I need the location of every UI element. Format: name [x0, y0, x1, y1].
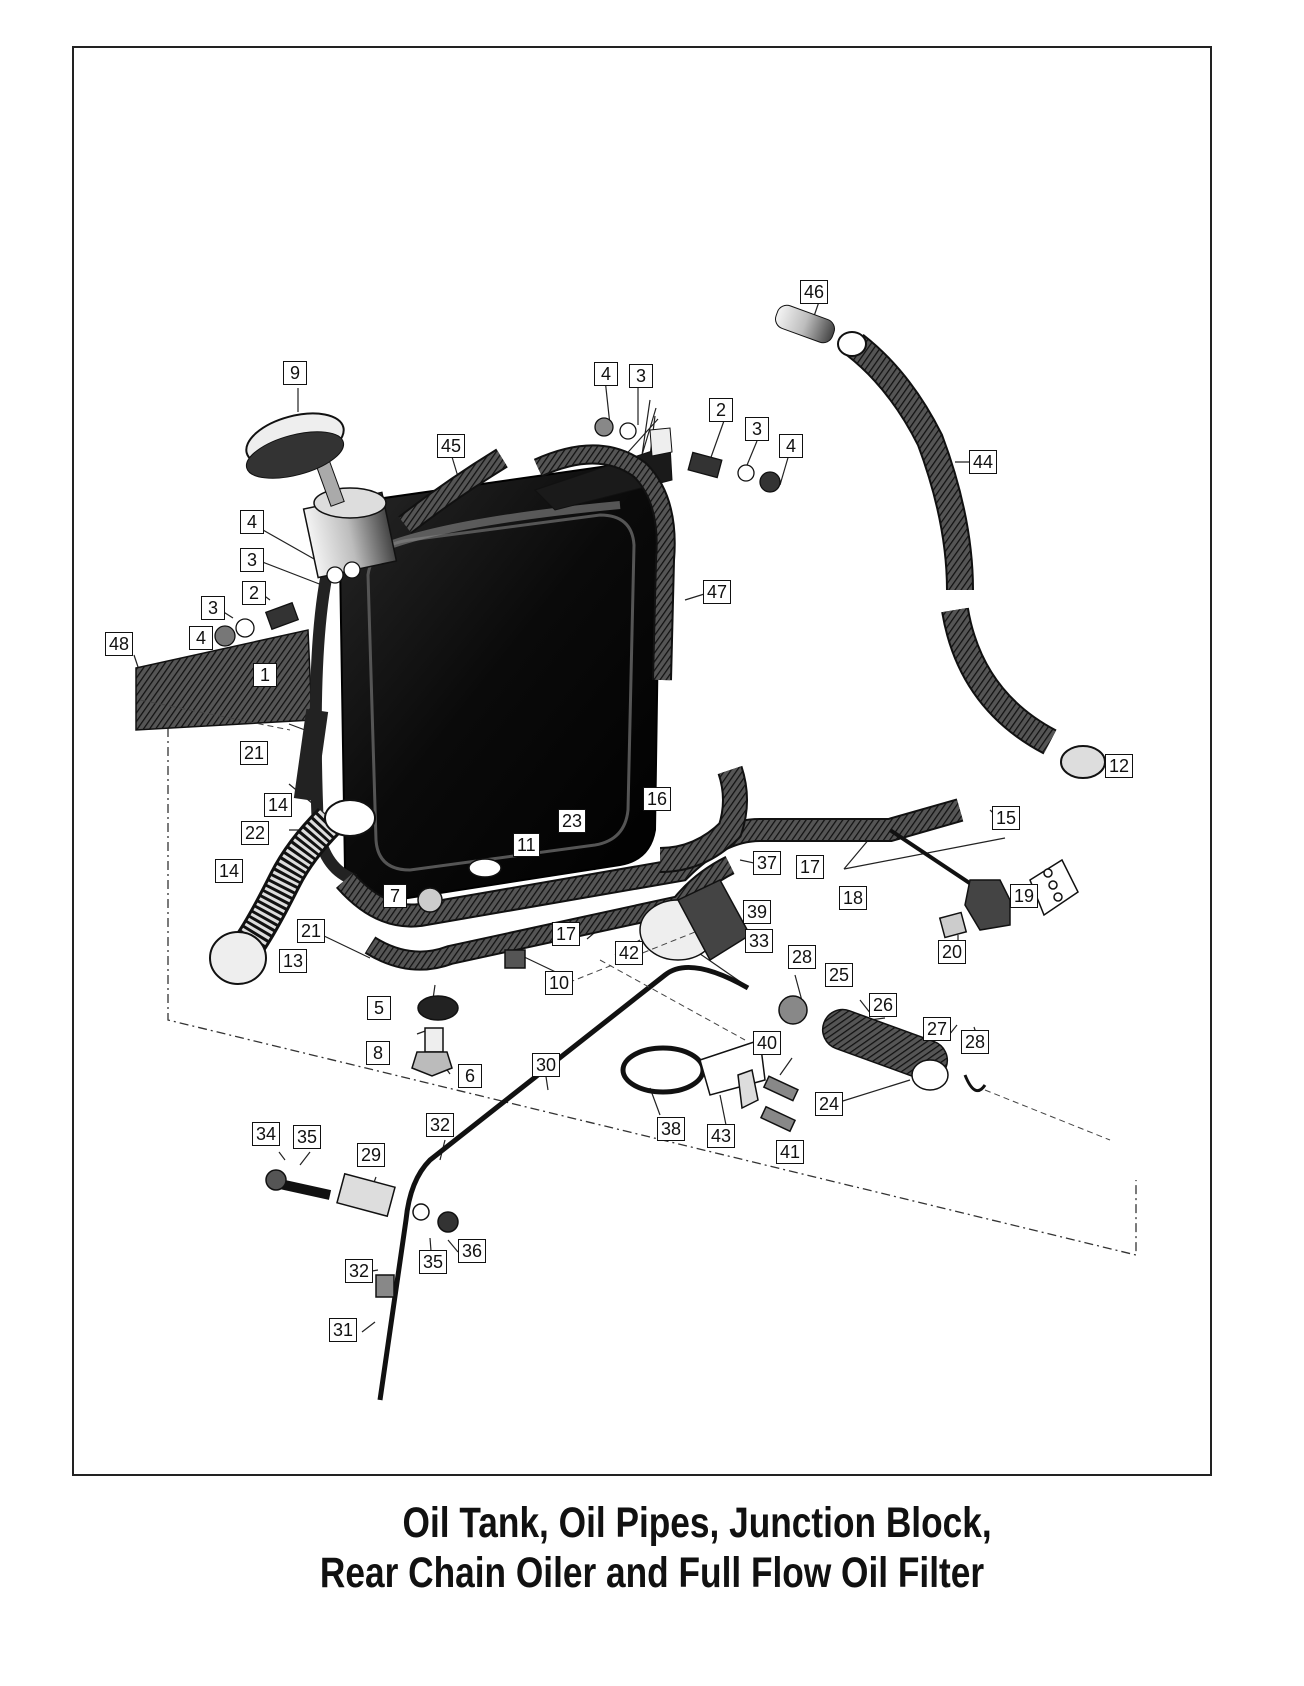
- hoses-top: [398, 444, 676, 681]
- callout-17: 17: [552, 922, 581, 946]
- caption-line-2: Rear Chain Oiler and Full Flow Oil Filte…: [319, 1549, 985, 1597]
- callout-19: 19: [1010, 884, 1039, 908]
- callout-4: 4: [779, 434, 803, 458]
- chain-oiler-parts: [620, 995, 987, 1133]
- callout-14: 14: [264, 793, 293, 817]
- callout-33: 33: [745, 929, 774, 953]
- callout-40: 40: [753, 1031, 782, 1055]
- callout-2: 2: [709, 398, 733, 422]
- callout-3: 3: [745, 417, 769, 441]
- fasteners: [214, 417, 781, 647]
- callout-42: 42: [615, 941, 644, 965]
- callout-6: 6: [458, 1064, 482, 1088]
- callout-16: 16: [643, 787, 672, 811]
- callout-10: 10: [545, 971, 574, 995]
- callout-2: 2: [242, 581, 266, 605]
- diagram-caption: Oil Tank, Oil Pipes, Junction Block, Rea…: [117, 1498, 1186, 1598]
- feed-pipe-assembly: [209, 708, 376, 985]
- diagram-frame: [72, 46, 1212, 1476]
- callout-28: 28: [961, 1030, 990, 1054]
- callout-35: 35: [293, 1125, 322, 1149]
- callout-4: 4: [240, 510, 264, 534]
- callout-21: 21: [297, 919, 326, 943]
- callout-5: 5: [367, 996, 391, 1020]
- callout-32: 32: [345, 1259, 374, 1283]
- callout-12: 12: [1105, 754, 1134, 778]
- callout-9: 9: [283, 361, 307, 385]
- callout-3: 3: [240, 548, 264, 572]
- filler-cap: [245, 412, 398, 579]
- oil-pipes: [335, 765, 982, 971]
- callout-46: 46: [800, 280, 829, 304]
- callout-14: 14: [215, 859, 244, 883]
- callout-35: 35: [419, 1250, 448, 1274]
- callout-37: 37: [753, 851, 782, 875]
- callout-17: 17: [796, 855, 825, 879]
- oil-filter: [411, 858, 751, 1077]
- callout-24: 24: [815, 1092, 844, 1116]
- callout-28: 28: [788, 945, 817, 969]
- callout-47: 47: [703, 580, 732, 604]
- callout-7: 7: [383, 884, 407, 908]
- callout-8: 8: [366, 1041, 390, 1065]
- callout-25: 25: [825, 963, 854, 987]
- callout-30: 30: [532, 1053, 561, 1077]
- callout-13: 13: [279, 949, 308, 973]
- callout-26: 26: [869, 993, 898, 1017]
- callout-31: 31: [329, 1318, 358, 1342]
- callout-15: 15: [992, 806, 1021, 830]
- callout-44: 44: [969, 450, 998, 474]
- caption-line-1: Oil Tank, Oil Pipes, Junction Block,: [402, 1499, 992, 1547]
- callout-23: 23: [558, 809, 587, 833]
- callout-18: 18: [839, 886, 868, 910]
- callout-4: 4: [189, 626, 213, 650]
- callout-32: 32: [426, 1113, 455, 1137]
- callout-34: 34: [252, 1122, 281, 1146]
- callout-21: 21: [240, 741, 269, 765]
- return-hose: [775, 304, 1106, 779]
- callout-27: 27: [923, 1017, 952, 1041]
- callout-39: 39: [743, 900, 772, 924]
- callout-29: 29: [357, 1143, 386, 1167]
- callout-41: 41: [776, 1140, 805, 1164]
- callout-38: 38: [657, 1117, 686, 1141]
- callout-4: 4: [594, 362, 618, 386]
- callout-48: 48: [105, 632, 134, 656]
- callout-22: 22: [241, 821, 270, 845]
- callout-1: 1: [253, 663, 277, 687]
- callout-20: 20: [938, 940, 967, 964]
- callout-3: 3: [629, 364, 653, 388]
- callout-43: 43: [707, 1124, 736, 1148]
- chain-oiler-pipe: [265, 964, 750, 1401]
- callout-45: 45: [437, 434, 466, 458]
- callout-3: 3: [201, 596, 225, 620]
- junction-block: [938, 858, 1079, 939]
- callout-36: 36: [458, 1239, 487, 1263]
- callout-11: 11: [513, 833, 540, 857]
